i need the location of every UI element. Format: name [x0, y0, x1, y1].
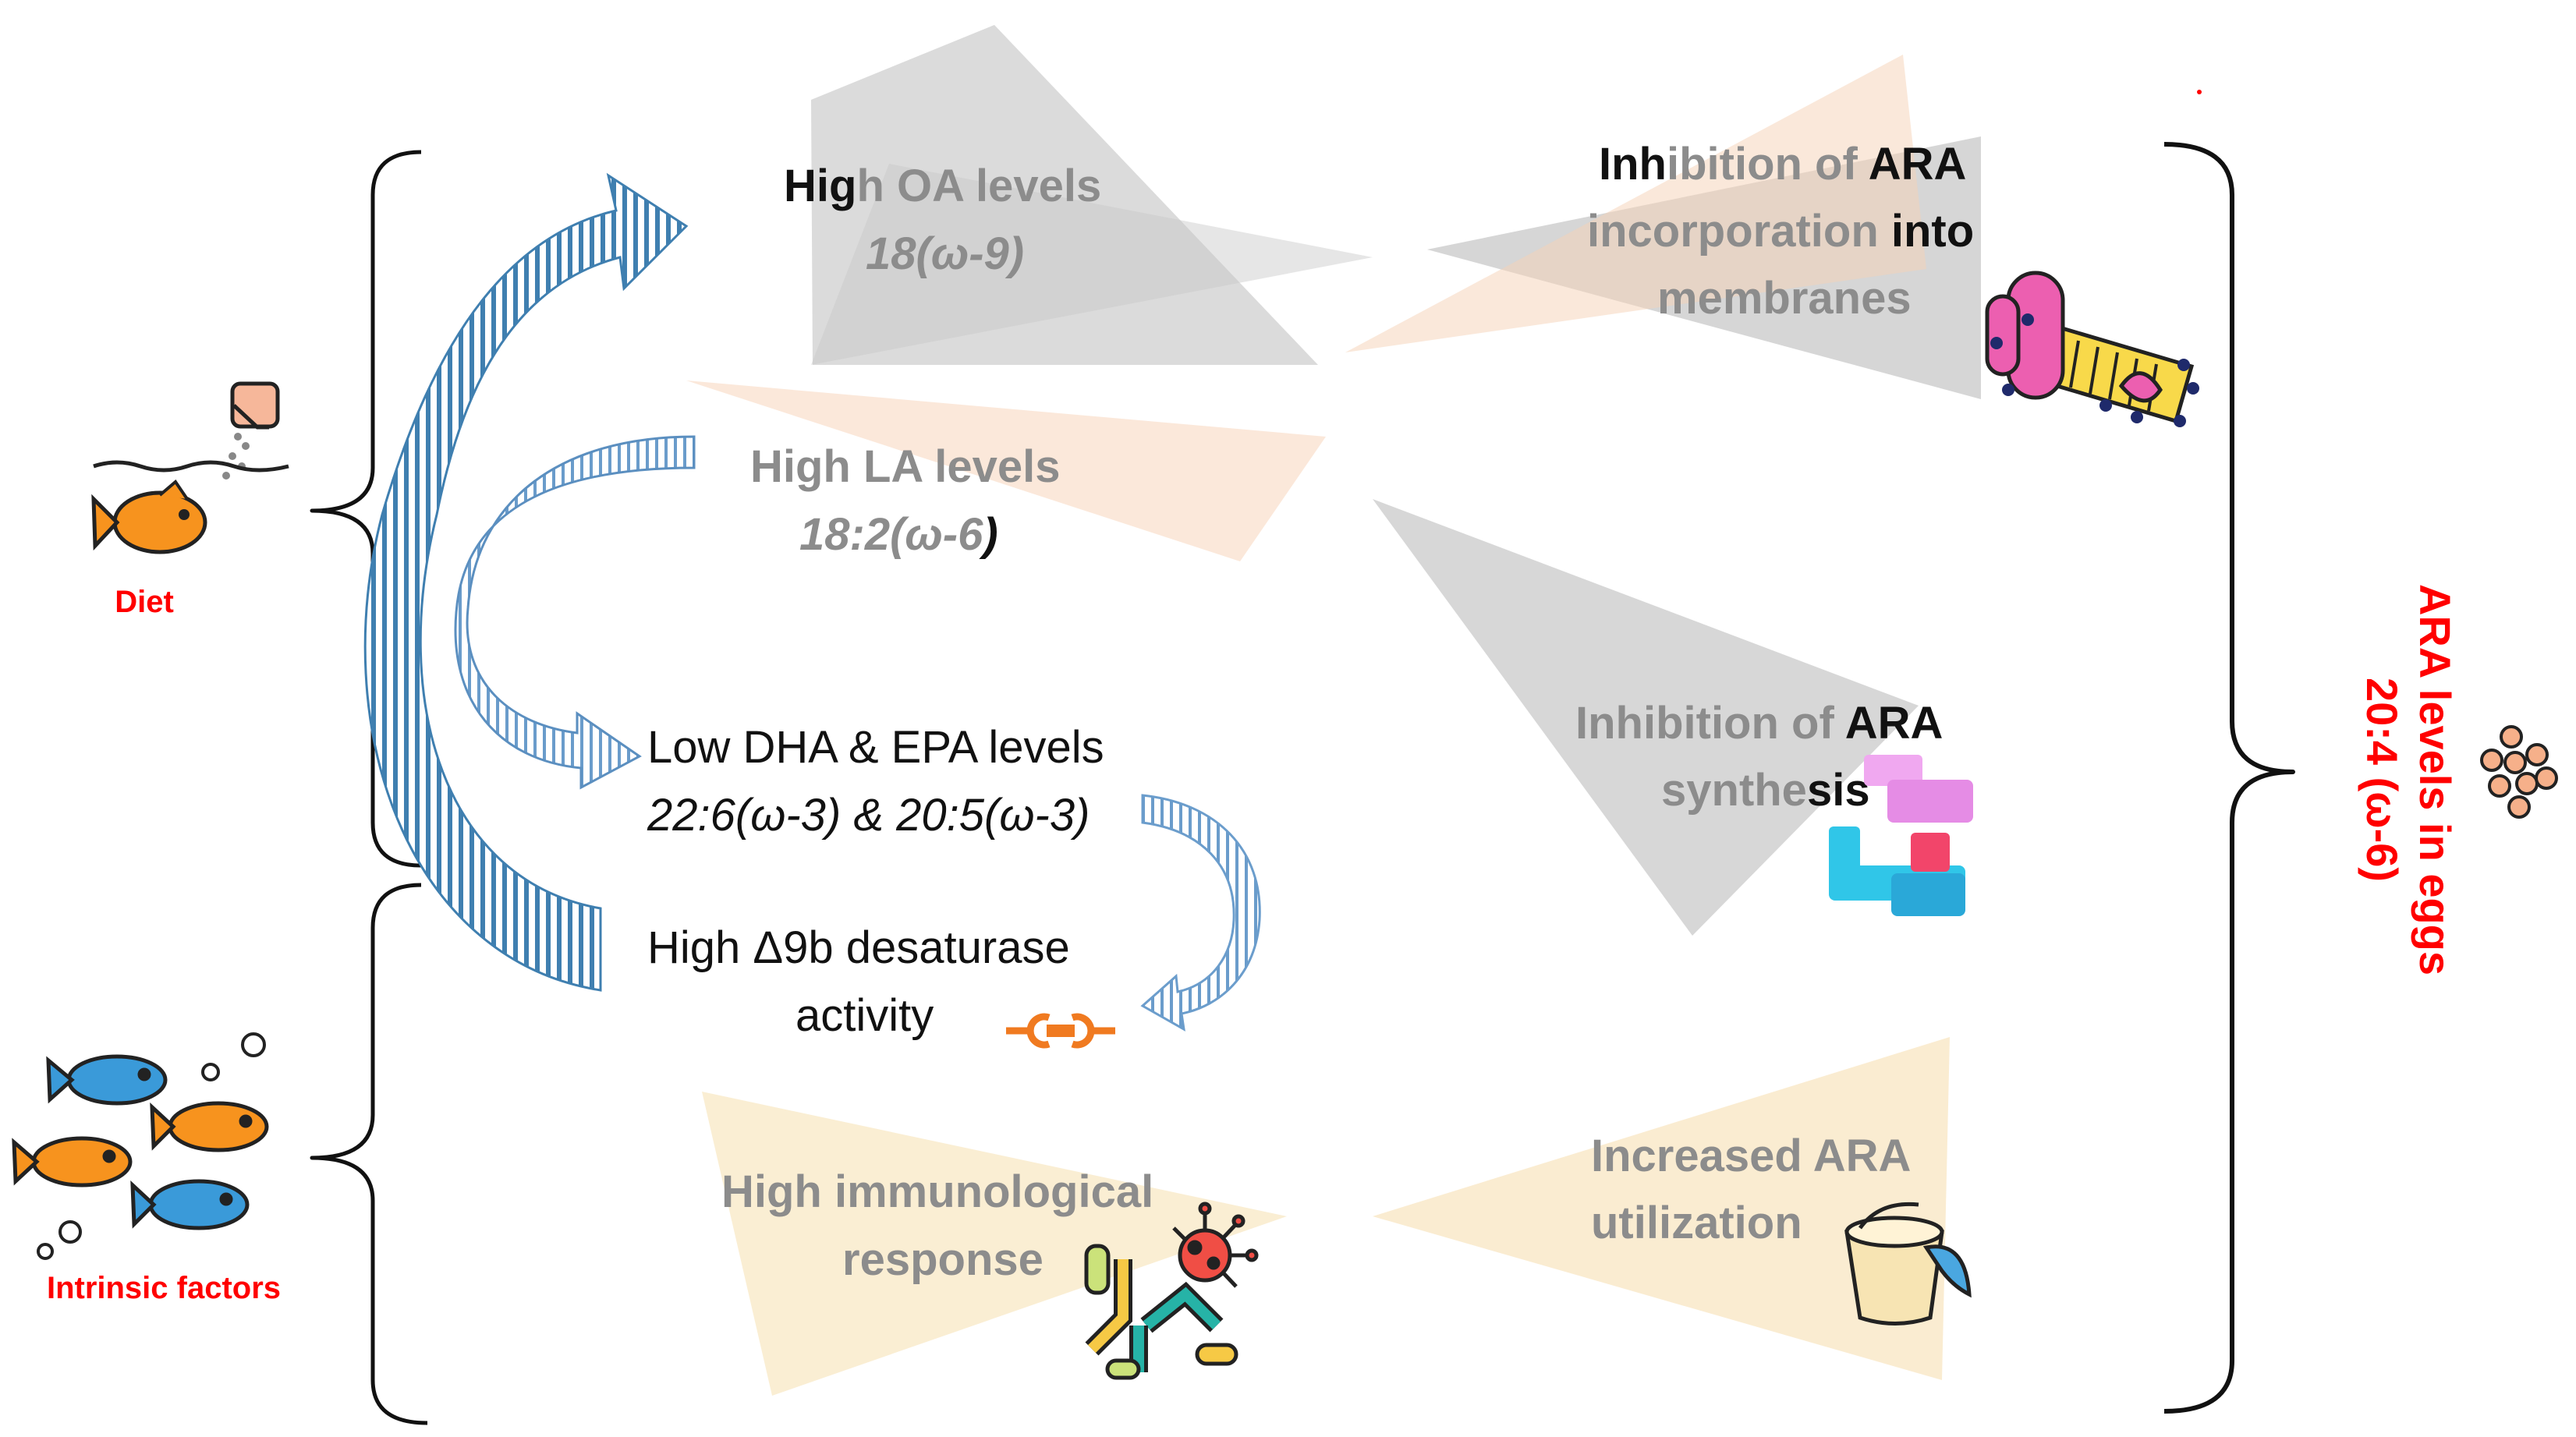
svg-text:Inhibition of ARA: Inhibition of ARA [1575, 698, 1943, 749]
gray-triangle-top [811, 25, 1318, 365]
synth-line2-faded: synthe [1661, 765, 1807, 816]
eggs-icon [2480, 725, 2558, 819]
arrow-dha-to-desaturase [1140, 794, 1261, 1032]
brace-result [2163, 142, 2295, 1414]
water-line [93, 460, 289, 473]
yellow-triangle-utilization [1373, 1037, 1950, 1380]
oa-title-dark: Hig [784, 161, 856, 211]
svg-text:Inhibition of ARA: Inhibition of ARA [1599, 139, 1966, 189]
incorp-line1-dark-b: ARA [1869, 139, 1967, 189]
gray-triangle-synthesis [1373, 499, 1919, 936]
la-title: High LA levels [750, 441, 1061, 492]
synth-line1-faded: Inhibition of [1575, 698, 1845, 749]
curved-arrows [363, 172, 1261, 1032]
yellow-triangle-immune [702, 1092, 1287, 1396]
incorp-line3: membranes [1657, 273, 1912, 324]
fish-orange-right [150, 1101, 269, 1152]
fish-blue-top [46, 1054, 168, 1106]
peach-triangle-la [686, 380, 1326, 561]
result-line1: ARA levels in eggs [2411, 584, 2460, 975]
antibody-virus-icon [1084, 1202, 1259, 1380]
svg-text:incorporation into: incorporation into [1587, 206, 1974, 257]
background-triangles [686, 25, 1981, 1396]
immune-line1: High immunological [721, 1166, 1153, 1217]
bucket-pour-icon [1844, 1202, 1972, 1326]
incorp-line2-dark: into [1891, 206, 1974, 257]
brace-diet [310, 150, 422, 868]
synth-line1-dark: ARA [1845, 698, 1944, 749]
node-utilization: Increased ARA utilization [1591, 1131, 1911, 1248]
svg-text:18:2(ω-6): 18:2(ω-6) [799, 509, 998, 560]
membrane-protein-icon [1985, 271, 2199, 427]
util-line2: utilization [1591, 1198, 1802, 1248]
immune-line2: response [842, 1234, 1044, 1285]
fish-blue-bottom [130, 1179, 250, 1230]
node-incorporation: Inhibition of ARA incorporation into mem… [1587, 139, 1974, 324]
dha-epa-title: Low DHA & EPA levels [647, 722, 1104, 773]
food-hand-icon [222, 381, 280, 480]
node-synthesis: Inhibition of ARA synthesis [1575, 698, 1943, 816]
brace-intrinsic [310, 883, 428, 1425]
fish-orange-left [12, 1136, 133, 1187]
svg-text:synthesis: synthesis [1661, 765, 1870, 816]
la-formula-faded: 18:2(ω-6 [799, 509, 983, 560]
synth-line2-dark: sis [1807, 765, 1870, 816]
node-la: High LA levels 18:2(ω-6) [750, 441, 1061, 560]
result-line2: 20:4 (ω-6) [2358, 678, 2407, 882]
enzyme-chain-icon [1006, 1013, 1115, 1049]
arrow-la-to-dha [454, 435, 696, 790]
oa-formula: 18(ω-9) [866, 228, 1024, 279]
desaturase-line2: activity [795, 990, 934, 1041]
left-braces [310, 150, 428, 1425]
oa-title-faded: h OA levels [856, 161, 1101, 211]
desaturase-line1: High Δ9b desaturase [647, 922, 1070, 973]
peach-triangle-incorp [1345, 55, 1926, 352]
dha-epa-formula: 22:6(ω-3) & 20:5(ω-3) [647, 790, 1090, 841]
diet-label: Diet [115, 585, 174, 619]
fish-school-icon [12, 1032, 269, 1260]
incorp-line2-faded: incorporation [1587, 206, 1891, 257]
gray-triangle-oa-right [811, 164, 1373, 365]
result-label: ARA levels in eggs 20:4 (ω-6) [2358, 584, 2460, 975]
incorp-line1-dark-a: Inh [1599, 139, 1667, 189]
fish-icon [91, 480, 207, 554]
puzzle-blocks-icon [1829, 755, 1973, 916]
red-dot [2197, 90, 2202, 94]
intrinsic-label: Intrinsic factors [47, 1271, 281, 1305]
incorp-line1-faded: ibition of [1667, 139, 1869, 189]
util-line1: Increased ARA [1591, 1131, 1911, 1181]
node-oa: High OA levels 18(ω-9) [784, 161, 1101, 279]
arrow-desaturase-to-oa [363, 172, 689, 992]
svg-text:High OA levels: High OA levels [784, 161, 1101, 211]
